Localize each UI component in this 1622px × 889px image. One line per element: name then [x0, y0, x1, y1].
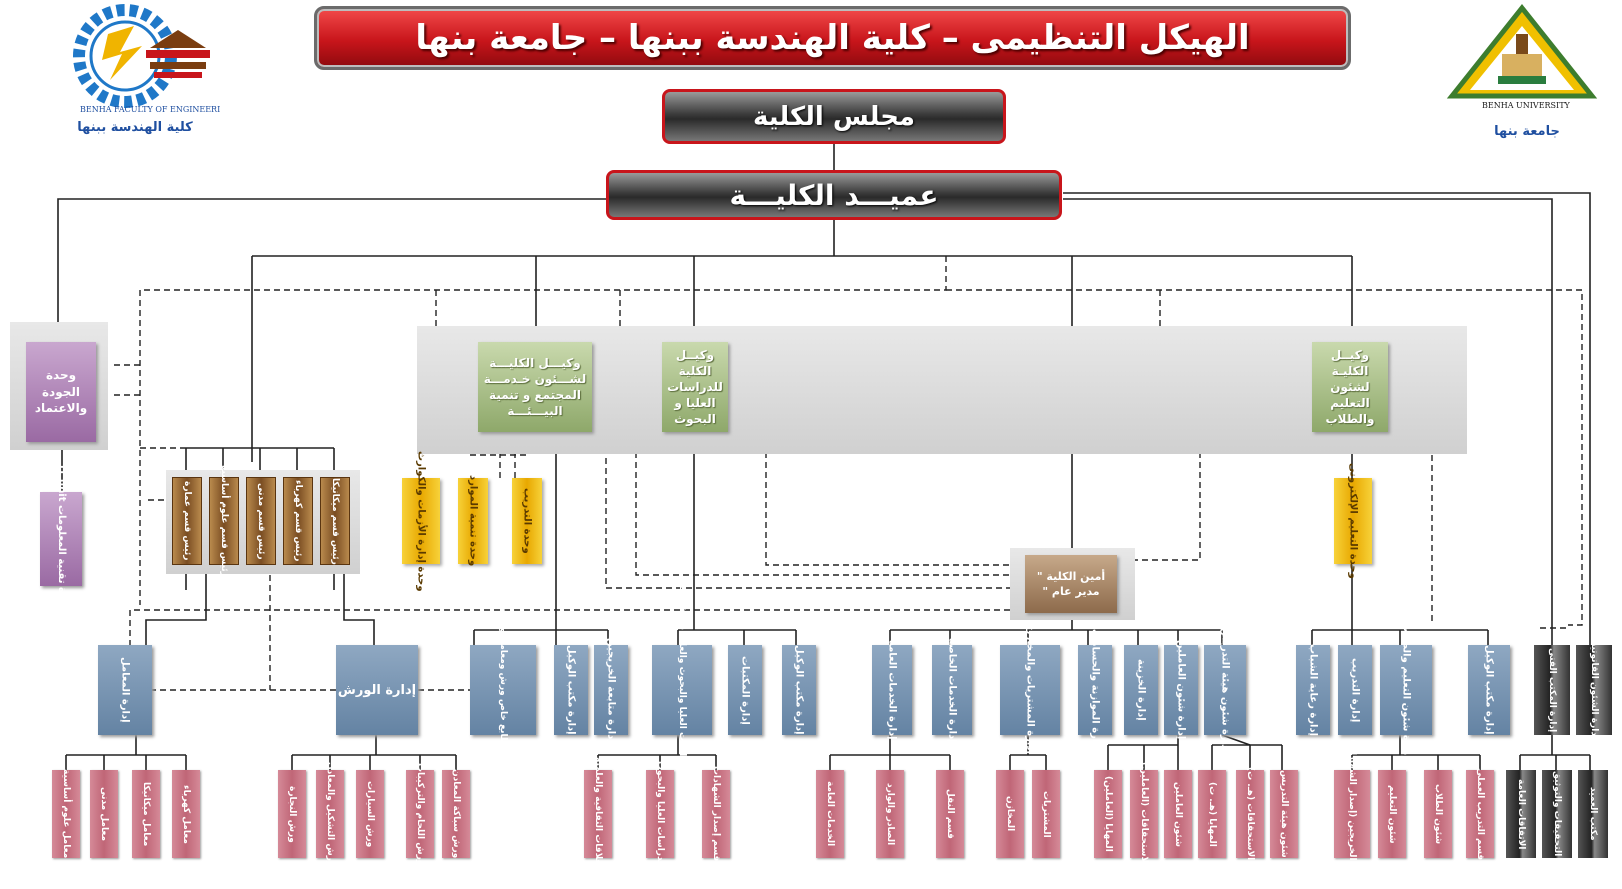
department-head-box: رئيس قسم ميكانيكا — [320, 477, 350, 565]
section-box: شئون التعليم — [1378, 770, 1406, 858]
admin-box-technical-office: إدارة المكتب الفنى — [1534, 645, 1570, 735]
section-box: شئون الطلاب — [1424, 770, 1452, 858]
training-unit-box: وحدة التدريب — [512, 478, 542, 564]
section-box: قسم النقل — [936, 770, 964, 858]
admin-box-vice-office: إدارة مكتب الوكيل — [782, 645, 816, 735]
admin-box-training: إدارة التدريب — [1338, 645, 1372, 735]
admin-box-faculty-affairs: إدارة شئون هيئة التدريس — [1204, 628, 1246, 752]
section-box: قسم التدريب العملى — [1466, 768, 1494, 860]
section-box: ورش سباكة المعادن — [442, 769, 470, 859]
department-head-box: رئيس قسم عمارة — [172, 477, 202, 565]
resources-unit-box: وحدة تنمية الموارد — [458, 475, 488, 567]
vice-dean-graduate-box: وكيــل الكلية للدراسات العليا و البحوث — [662, 342, 728, 432]
elearning-unit-box: وحدة التعليم الإلكترونى — [1334, 463, 1372, 579]
department-head-box: رئيس قسم مدنى — [246, 477, 276, 565]
faculty-secretary-box: أمين الكلية " مدير عام " — [1025, 555, 1117, 613]
crisis-unit-box: وحدة إدارة الأزمات والكوارث — [402, 451, 440, 591]
it-unit-box: وحدة تقنية المعلومات IT unit — [40, 465, 82, 613]
section-box: الاستحقاقات (العاملين) — [1130, 762, 1158, 866]
faculty-council-box: مجلس الكلية — [662, 89, 1006, 144]
admin-box-services: إدارة الخدمات العامة — [872, 640, 912, 740]
admin-box-graduate-studies: إدارة الدراسات العليا والبحوث والعلاقات … — [652, 583, 712, 797]
section-box: العلاقات الثقافية والعلمية — [584, 757, 612, 871]
section-box: المخازن — [996, 770, 1024, 858]
admin-box-vice-office: إدارة مكتب الوكيل — [1468, 645, 1510, 735]
admin-box-legal-affairs: إدارة الشئون القانونية — [1576, 641, 1612, 739]
section-box: معامل علوم أساسية — [52, 769, 80, 859]
section-box: معامل ميكانيكا — [132, 770, 160, 858]
svg-text:BENHA FACULTY OF ENGINEERING: BENHA FACULTY OF ENGINEERING — [80, 105, 220, 114]
admin-box-liaison: وحدات ذات طابع خاص ورش ومعامل واستشارات — [470, 582, 536, 798]
vice-dean-education-box: وكيــل الكليـة لشئون التعليم والطلاب — [1312, 342, 1388, 432]
dean-box: عميـــد الكليـــة — [606, 170, 1062, 220]
section-box: الاتفاقات العامة — [1506, 770, 1536, 858]
admin-box-employees: إدارة شئون العاملين — [1164, 640, 1198, 740]
svg-text:BENHA UNIVERSITY: BENHA UNIVERSITY — [1482, 101, 1571, 110]
university-logo: BENHA UNIVERSITY جامعة بنها — [1442, 3, 1612, 139]
section-box: معامل مدنى — [90, 770, 118, 858]
gear-emblem-icon: BENHA FACULTY OF ENGINEERING — [73, 4, 234, 114]
section-box: معامل كهرباء — [172, 770, 200, 858]
admin-box-youth-care: إدارة رعاية الشباب — [1296, 644, 1330, 736]
section-box: التحقيقات والتوثيق — [1542, 770, 1572, 858]
admin-box-purchases: إدارة المشتريات والمخازن — [1000, 626, 1060, 754]
section-box: ورش اللحام والتركيبات — [406, 763, 434, 865]
section-box: ورش التشكيل والمعادن — [316, 762, 344, 866]
university-logo-caption: جامعة بنها — [1494, 124, 1560, 139]
admin-box-libraries: إدارة المكتبات — [728, 645, 762, 735]
section-box: المهايا (العاملين) — [1094, 770, 1122, 858]
admin-box-labs: إدارة المعامل — [98, 645, 152, 735]
vice-dean-community-box: وكيـــل الكليـــة لشـــئون خـدمـــة المج… — [478, 342, 592, 432]
section-box: ورش السيارات — [356, 770, 384, 858]
section-box: الدراسات العليا والبحوث — [646, 761, 674, 867]
admin-box-workshops: إدارة الورش — [336, 645, 418, 735]
section-box: الاستحقاقات (هـ. ت) — [1236, 767, 1264, 861]
faculty-logo-caption: كلية الهندسة ببنها — [77, 120, 193, 135]
section-box: شئون الخريجين (إصدار الشهادات) — [1334, 739, 1370, 889]
section-box: قسم إصدار الشهادات — [702, 766, 730, 862]
admin-box-budget: إدارة الموازنة والحسابات — [1078, 629, 1112, 751]
admin-box-education-affairs: إدارة شئون التعليم والطلاب — [1380, 622, 1432, 758]
section-box: الخدمات العامة — [816, 770, 844, 858]
section-box: المهايا (هـ. ت) — [1198, 770, 1226, 858]
section-box: شئون هيئة التدريس — [1270, 770, 1298, 858]
quality-unit-box: وحدة الجودة والاعتماد — [26, 342, 96, 442]
admin-box-special-services: إدارة الخدمات الخاصة — [932, 638, 972, 742]
section-box: شئون العاملين — [1164, 770, 1192, 858]
section-box: الصادر والوارد — [876, 770, 904, 858]
chart-title: الهيكل التنظيمى – كلية الهندسة ببنها – ج… — [314, 6, 1351, 70]
department-head-box: رئيس قسم علوم أساسية — [209, 465, 239, 577]
section-box: مكتب العميد — [1578, 770, 1608, 858]
admin-box-vice-office: إدارة مكتب الوكيل — [554, 645, 588, 735]
vice-deans-panel — [417, 326, 1467, 454]
faculty-logo: BENHA FACULTY OF ENGINEERING كلية الهندس… — [50, 4, 234, 135]
university-emblem-icon: BENHA UNIVERSITY — [1446, 3, 1598, 110]
department-head-box: رئيس قسم كهرباء — [283, 477, 313, 565]
section-box: ورش النجارة — [278, 770, 306, 858]
admin-box-graduates-followup: إدارة متابعة الخريجين — [594, 638, 628, 742]
admin-box-treasury: إدارة الخزينة — [1124, 645, 1158, 735]
section-box: المشتريات — [1032, 770, 1060, 858]
